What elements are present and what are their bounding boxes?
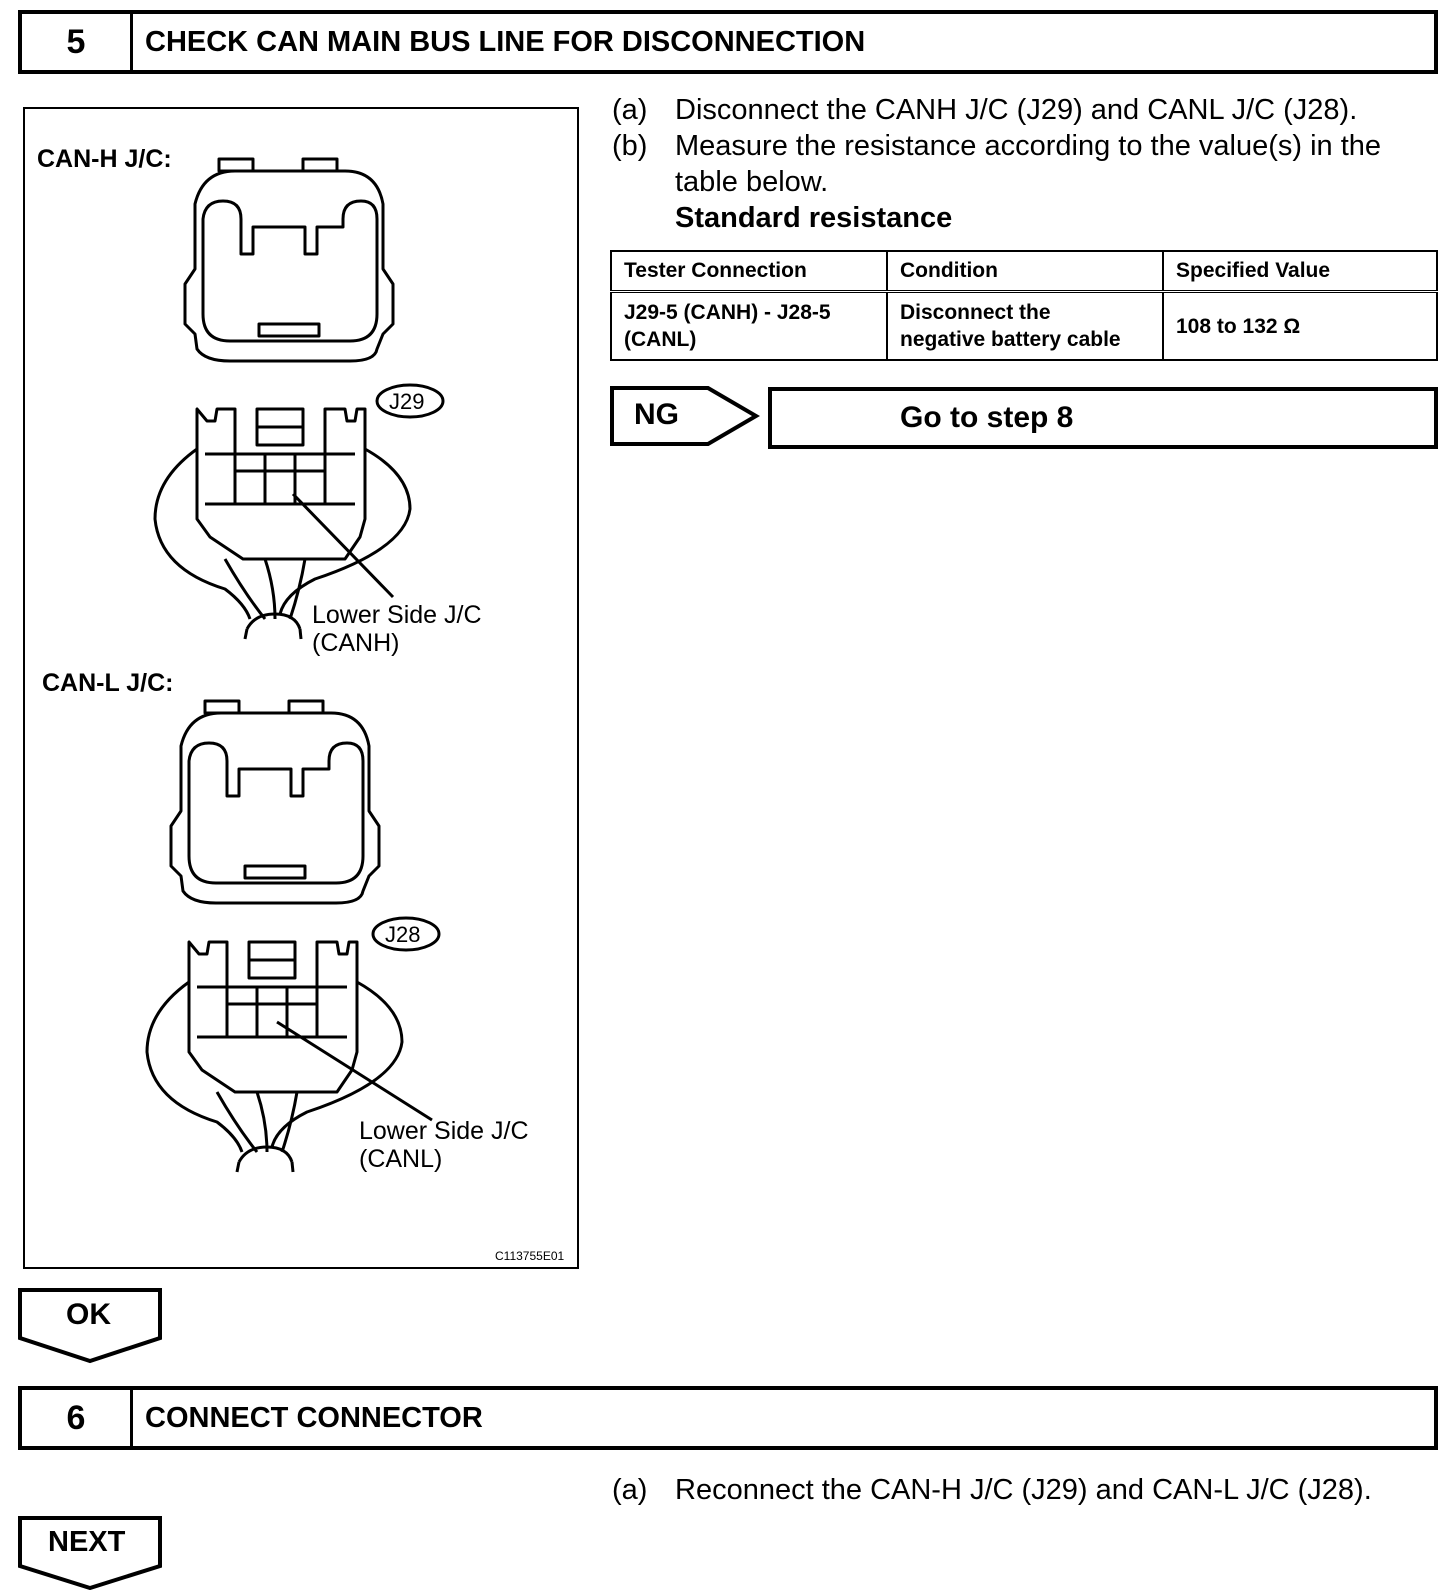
cell-tester-line1: J29-5 (CANH) - J28-5 [624,301,831,324]
next-arrow[interactable]: NEXT [18,1516,162,1591]
step-6-instruction-a: (a) Reconnect the CAN-H J/C (J29) and CA… [612,1472,1442,1508]
callout-canh: Lower Side J/C (CANH) [312,601,482,657]
header-specified-value: Specified Value [1162,250,1438,293]
canh-connector-front [183,157,395,363]
ng-arrow[interactable]: NG [610,386,760,446]
callout-canl-line1: Lower Side J/C [359,1117,529,1145]
connector-figure: CAN-H J/C: CAN-L J/C: J29 J28 Lower Side… [23,107,579,1269]
cell-specified-value: 108 to 132 Ω [1162,290,1438,361]
cell-condition: Disconnect the negative battery cable [886,290,1164,361]
instruction-a-marker: (a) [612,94,648,126]
resistance-table: Tester Connection Condition Specified Va… [610,250,1438,361]
ng-label: NG [634,398,679,431]
ok-arrow-shape [18,1288,162,1364]
callout-canh-line2: (CANH) [312,629,400,657]
canl-jc-label: CAN-L J/C: [42,669,174,697]
next-arrow-shape [18,1516,162,1591]
ng-arrow-shape [610,386,760,446]
step-6-number: 6 [22,1390,133,1446]
instruction-b-line1: Measure the resistance according to the … [675,130,1382,162]
callout-canl-line2: (CANL) [359,1145,443,1173]
canl-connector-front [169,699,381,905]
step-6-title: CONNECT CONNECTOR [145,1401,483,1434]
j28-tag-ellipse [371,916,441,952]
cell-tester-line2: (CANL) [624,328,697,351]
j28-connector-lower [145,940,433,1173]
instruction-b-marker: (b) [612,130,648,162]
standard-resistance-heading: Standard resistance [675,202,953,234]
j28-tag: J28 [385,922,421,947]
step-5-number: 5 [22,14,133,70]
step-5-title: CHECK CAN MAIN BUS LINE FOR DISCONNECTIO… [145,25,866,58]
connector-illustration [145,157,445,1173]
header-condition: Condition [886,250,1164,293]
go-to-step-8-box[interactable]: Go to step 8 [768,387,1438,449]
step-6-header: 6 CONNECT CONNECTOR [18,1386,1438,1450]
ok-arrow[interactable]: OK [18,1288,162,1364]
step-6-instruction-a-text: Reconnect the CAN-H J/C (J29) and CAN-L … [675,1474,1372,1506]
j29-tag-ellipse [375,383,445,419]
instruction-a-text: Disconnect the CANH J/C (J29) and CANL J… [675,94,1358,126]
callout-canh-line1: Lower Side J/C [312,601,482,629]
next-label: NEXT [48,1526,126,1558]
j29-tag: J29 [389,389,425,414]
table-header-row: Tester Connection Condition Specified Va… [610,250,1438,293]
cell-condition-line2: negative battery cable [900,328,1121,351]
step-5-header: 5 CHECK CAN MAIN BUS LINE FOR DISCONNECT… [18,10,1438,74]
instruction-b: (b) Measure the resistance according to … [612,128,1442,200]
cell-tester-connection: J29-5 (CANH) - J28-5 (CANL) [610,290,888,361]
cell-condition-line1: Disconnect the [900,301,1051,324]
ok-label: OK [66,1298,111,1331]
step-6-instruction-a-marker: (a) [612,1474,648,1506]
j29-connector-lower [153,407,412,640]
instruction-b-line2: table below. [675,166,829,198]
instruction-a: (a) Disconnect the CANH J/C (J29) and CA… [612,92,1442,128]
header-tester-connection: Tester Connection [610,250,888,293]
table-row: J29-5 (CANH) - J28-5 (CANL) Disconnect t… [610,290,1438,361]
figure-id: C113755E01 [495,1249,565,1263]
canh-jc-label: CAN-H J/C: [37,145,172,173]
callout-canl: Lower Side J/C (CANL) [359,1117,529,1173]
